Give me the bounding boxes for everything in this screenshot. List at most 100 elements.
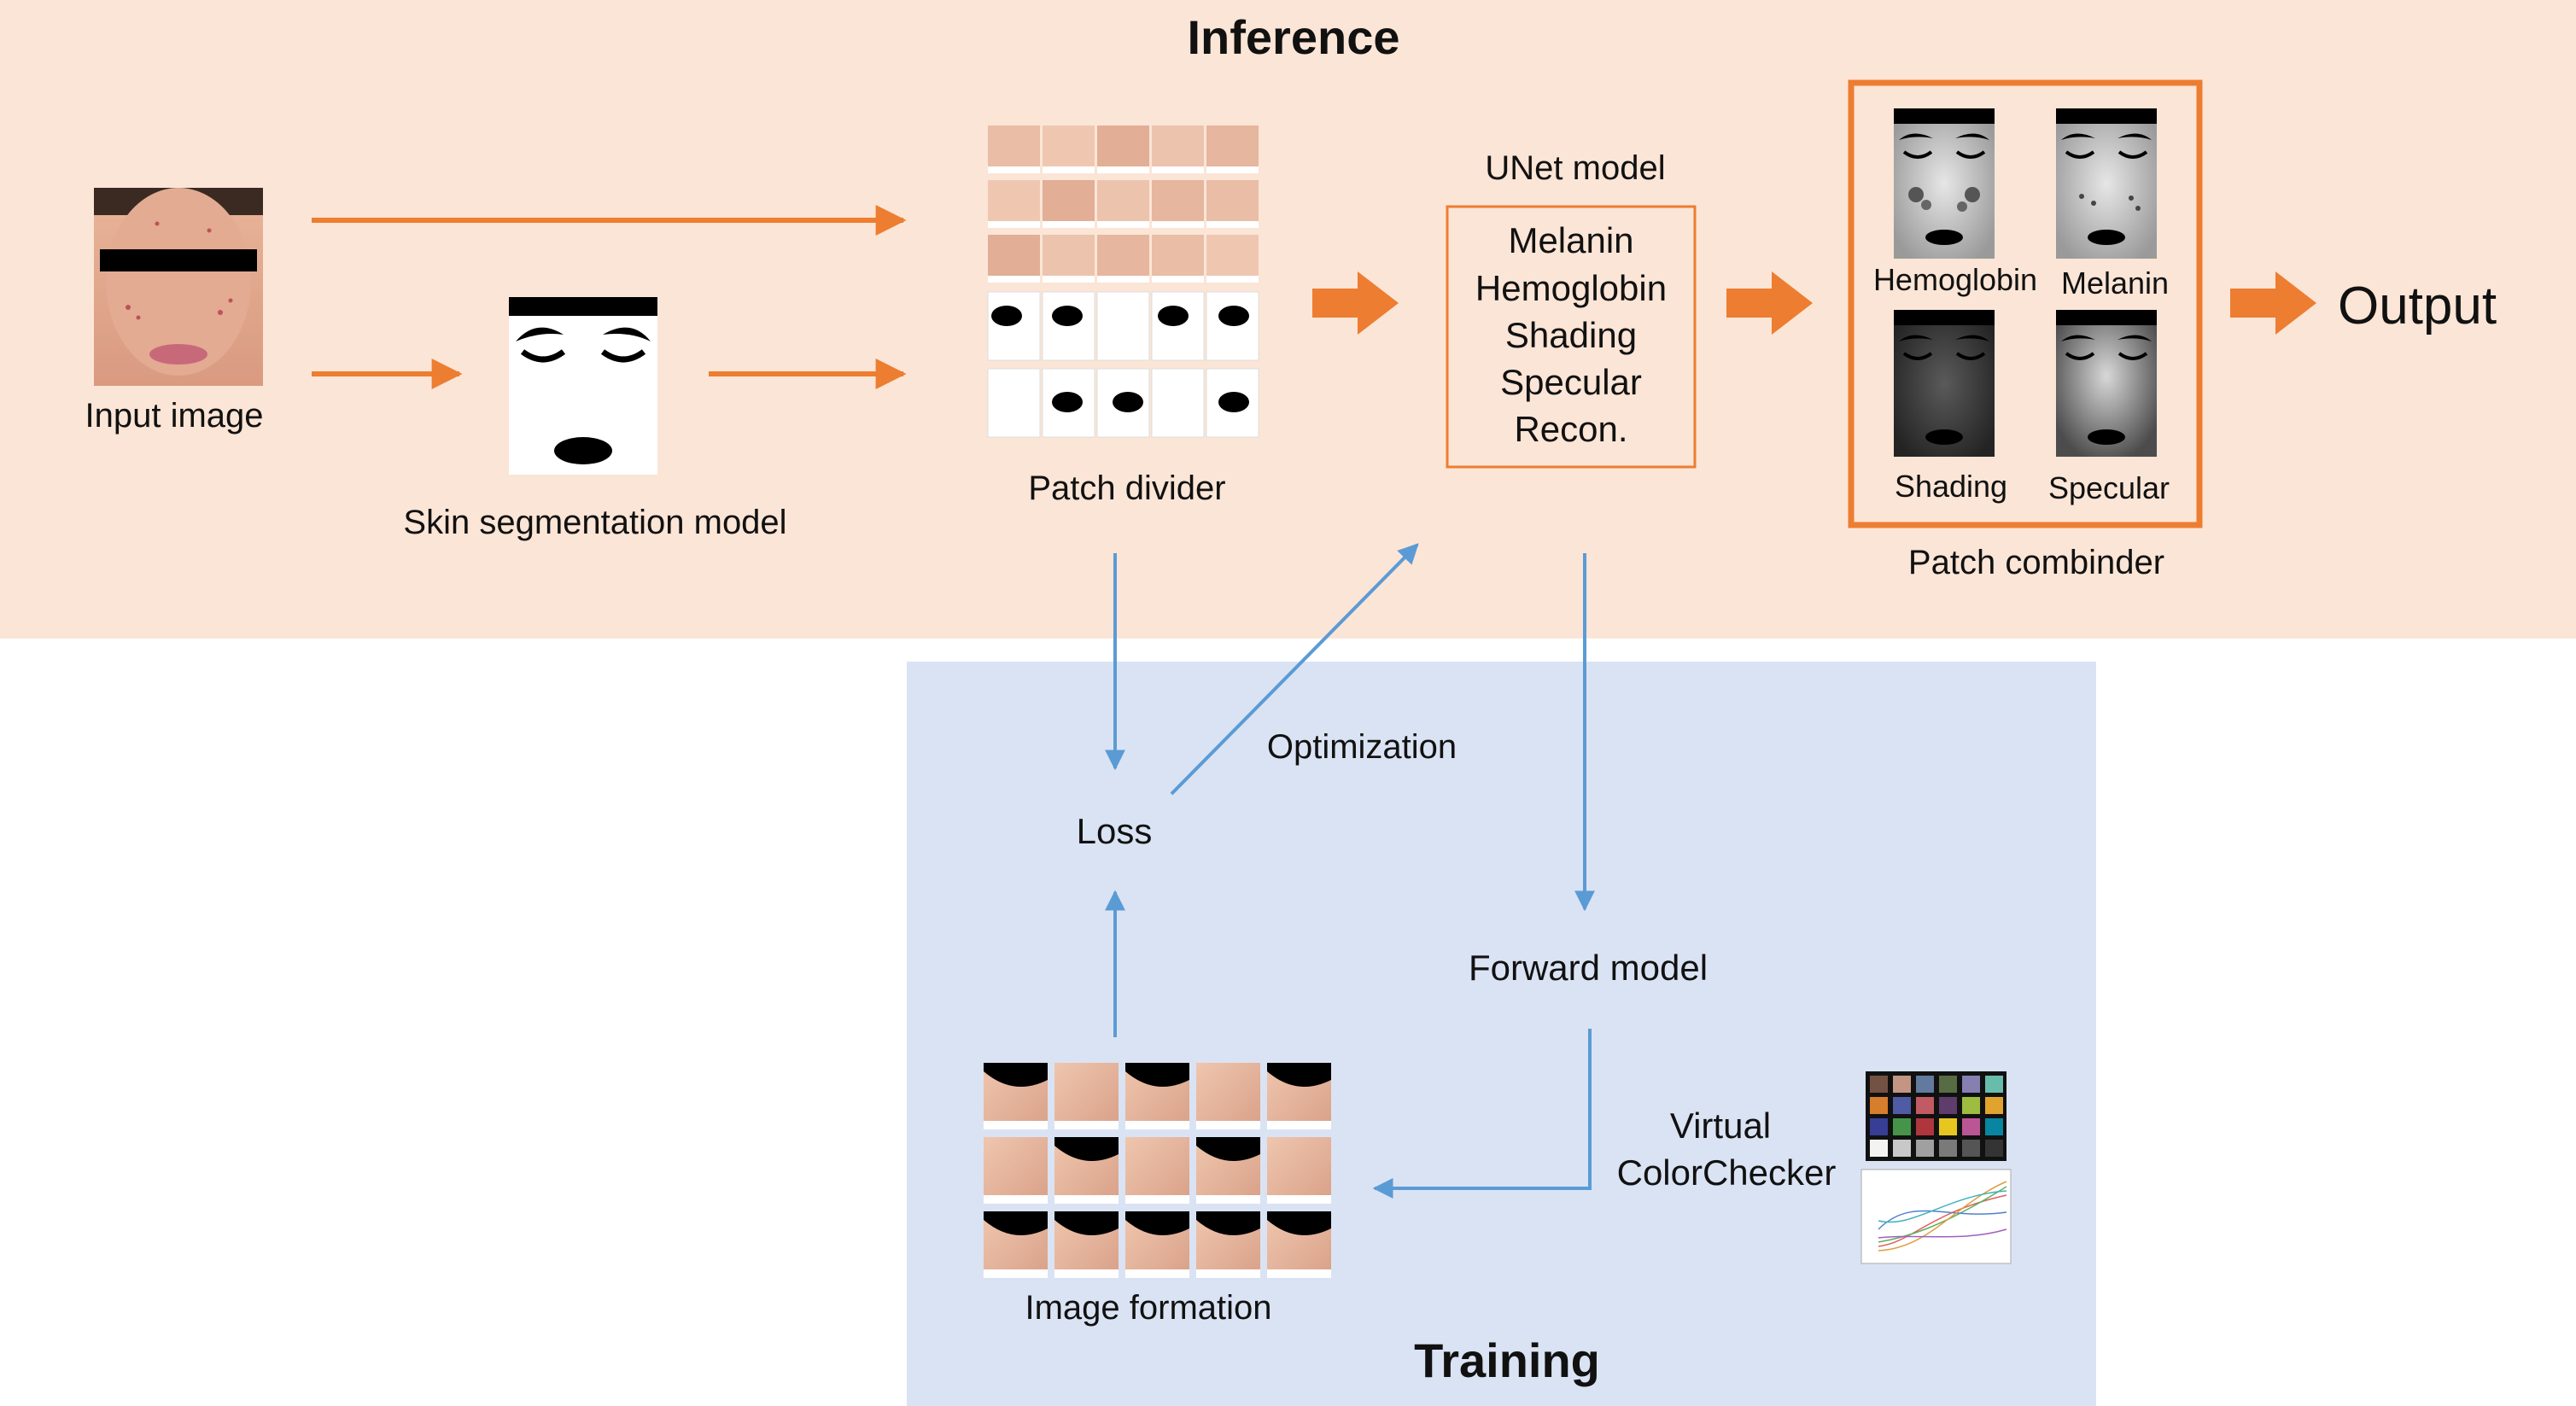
shading-map (1894, 310, 1995, 457)
inference-arrows (312, 205, 907, 389)
melanin-label: Melanin (2061, 265, 2169, 300)
colorchecker-swatch (1916, 1140, 1934, 1157)
image-formation-grid (984, 1063, 1331, 1278)
colorchecker-chart (1866, 1071, 2006, 1161)
mask-patch-tile (1151, 368, 1205, 438)
mask-patch-tile (1206, 291, 1259, 361)
unet-output-specular: Specular (1500, 362, 1642, 402)
loss-label: Loss (1077, 811, 1153, 851)
unet-output-shading: Shading (1505, 315, 1637, 355)
mask-patch-tile (987, 291, 1041, 361)
patch-caption-strip (1097, 276, 1149, 283)
patch-combiner-label: Patch combinder (1908, 544, 2164, 581)
patch-caption-strip (984, 1121, 1048, 1129)
colorchecker-swatch (1916, 1076, 1934, 1093)
spectral-curves-plot (1860, 1169, 2012, 1264)
output-label: Output (2338, 277, 2497, 335)
formation-mask-region (1125, 1211, 1189, 1235)
arrow-combiner-to-output (2230, 271, 2316, 335)
colorchecker-label-line1: Virtual (1670, 1106, 1771, 1146)
mask-patch-tile (1096, 291, 1150, 361)
patch-caption-strip (988, 221, 1040, 228)
patch-caption-strip (1054, 1195, 1119, 1204)
arrow-unet-to-combiner (1726, 271, 1813, 335)
formation-mask-region (1267, 1063, 1331, 1087)
skin-segmentation-mask (509, 297, 657, 475)
patch-caption-strip (1054, 1269, 1119, 1278)
colorchecker-swatch (1985, 1076, 2003, 1093)
mask-blob (1218, 392, 1249, 412)
skin-patch-tile (1097, 235, 1149, 279)
skin-segmentation-label: Skin segmentation model (403, 504, 786, 541)
mask-patch-tile (1042, 291, 1095, 361)
colorchecker-swatch (1985, 1097, 2003, 1114)
skin-patch-tile (1206, 125, 1259, 170)
mask-blob (1052, 306, 1083, 326)
unet-box (1446, 205, 1697, 469)
patch-caption-strip (1196, 1195, 1260, 1204)
mask-blob (991, 306, 1022, 326)
skin-patch-tile (1043, 125, 1095, 170)
patch-caption-strip (1043, 166, 1095, 173)
colorchecker-swatch (1870, 1140, 1888, 1157)
image-formation-label: Image formation (1025, 1289, 1271, 1327)
patch-caption-strip (1152, 221, 1204, 228)
colorchecker-swatch (1939, 1097, 1957, 1114)
optimization-label: Optimization (1267, 728, 1457, 766)
arrow-loss-to-unet (1170, 543, 1419, 796)
unet-output-recon: Recon. (1514, 409, 1627, 449)
skin-patch-tile (1043, 180, 1095, 225)
patch-caption-strip (1054, 1121, 1119, 1129)
shading-label: Shading (1895, 469, 2007, 504)
skin-patch-tile (988, 235, 1040, 279)
patch-caption-strip (1196, 1121, 1260, 1129)
colorchecker-swatch (1870, 1118, 1888, 1135)
patch-caption-strip (988, 276, 1040, 283)
colorchecker-swatch (1962, 1140, 1980, 1157)
patch-caption-strip (1097, 166, 1149, 173)
mask-patch-tile (1151, 291, 1205, 361)
hemoglobin-map (1894, 108, 1995, 259)
training-panel (907, 662, 2096, 1406)
inference-title: Inference (1188, 10, 1400, 64)
patch-caption-strip (1125, 1269, 1189, 1278)
formation-patch-tile (1054, 1063, 1119, 1129)
patch-caption-strip (984, 1195, 1048, 1204)
melanin-map (2056, 108, 2157, 259)
patch-caption-strip (1043, 276, 1095, 283)
patch-caption-strip (1152, 166, 1204, 173)
colorchecker-frame (1866, 1071, 2006, 1161)
mask-blob (1218, 306, 1249, 326)
patch-caption-strip (1267, 1121, 1331, 1129)
skin-patch-tile (1152, 125, 1204, 170)
arrow-patches-to-unet (1312, 271, 1399, 335)
patch-caption-strip (1267, 1269, 1331, 1278)
colorchecker-swatch (1916, 1097, 1934, 1114)
formation-mask-region (1196, 1137, 1260, 1161)
skin-patch-tile (1206, 235, 1259, 279)
patch-caption-strip (1267, 1195, 1331, 1204)
formation-mask-region (984, 1211, 1048, 1235)
colorchecker-swatch (1893, 1097, 1911, 1114)
skin-patch-tile (988, 125, 1040, 170)
patch-caption-strip (1206, 276, 1259, 283)
hemoglobin-label: Hemoglobin (1873, 262, 2037, 297)
formation-patch-tile (984, 1137, 1048, 1204)
formation-patch-tile (1196, 1063, 1260, 1129)
colorchecker-swatch (1870, 1076, 1888, 1093)
formation-mask-region (1267, 1211, 1331, 1235)
colorchecker-swatch (1939, 1076, 1957, 1093)
patch-caption-strip (1152, 276, 1204, 283)
formation-mask-region (1054, 1211, 1119, 1235)
colorchecker-swatch (1962, 1118, 1980, 1135)
colorchecker-swatch (1893, 1140, 1911, 1157)
patch-divider-grid (987, 125, 1259, 438)
skin-patch-tile (1043, 235, 1095, 279)
unet-label: UNet model (1485, 149, 1665, 187)
colorchecker-swatch (1962, 1097, 1980, 1114)
training-arrows (1105, 543, 1595, 1199)
input-face-image (94, 188, 263, 386)
arrow-forward-model-to-image-formation (1372, 1029, 1592, 1199)
formation-mask-region (1125, 1063, 1189, 1087)
inference-panel (0, 0, 2576, 639)
